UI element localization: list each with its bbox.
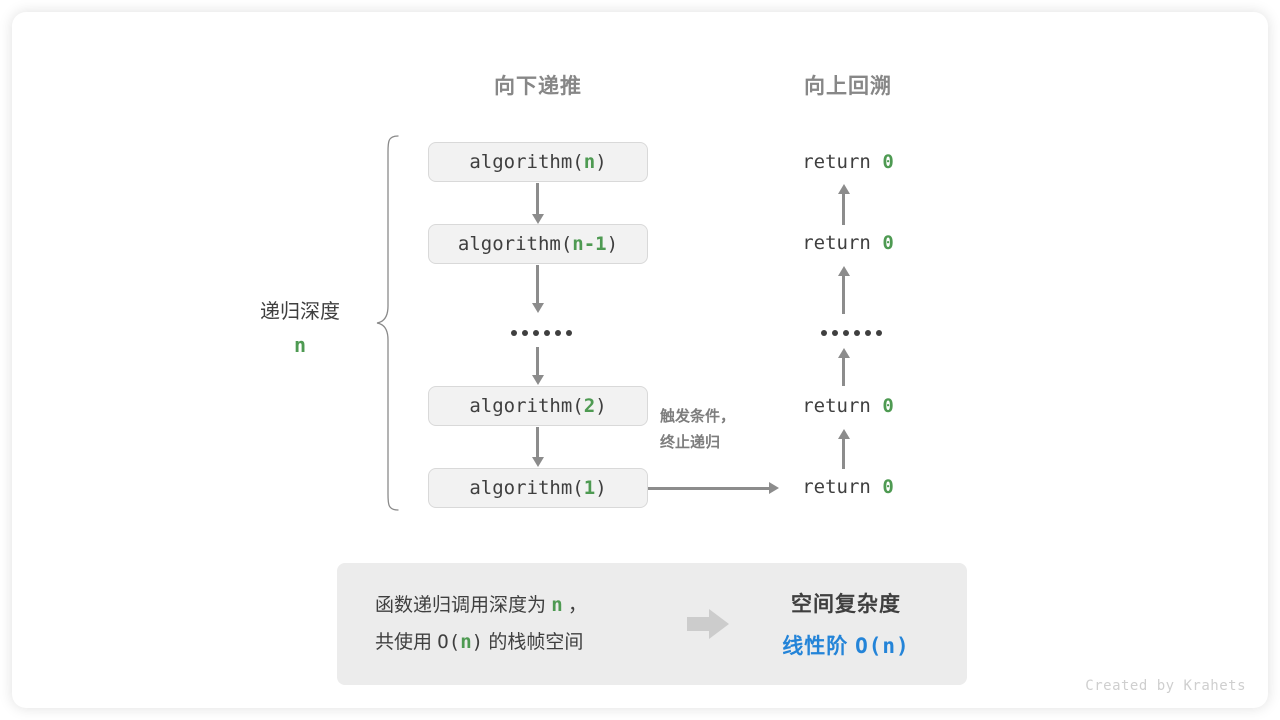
call-box-2-arg: 2 [583,395,596,417]
return-value-1: 0 [882,151,894,173]
recursion-depth-value: n [293,333,307,357]
summary-line2-text: 共使用 [375,632,433,653]
call-box-n-minus-1-prefix: algorithm( [457,233,573,255]
summary-line2-tail: 的栈帧空间 [488,632,584,653]
diagram-card: 向下递推 向上回溯 递归深度 n algorithm(n) algorithm(… [12,12,1268,708]
arrow-up-1 [837,184,850,225]
return-keyword-3: return [802,395,871,417]
recursion-depth-label: 递归深度 [260,301,340,323]
arrow-down-1 [531,183,544,224]
summary-description: 函数递归调用深度为 n ， 共使用 O(n) 的栈帧空间 [337,587,677,661]
summary-line2-n: n [460,631,472,653]
return-statement-2: return 0 [758,232,938,254]
base-case-annotation-line2: 终止递归 [660,434,721,451]
recursion-depth-annotation: 递归深度 n [230,295,370,357]
summary-line1-comma: ， [568,595,588,616]
summary-line1-text: 函数递归调用深度为 [375,595,547,616]
return-statement-4: return 0 [758,476,938,498]
return-keyword-2: return [802,232,871,254]
return-value-2: 0 [882,232,894,254]
call-box-n-arg: n [583,151,596,173]
summary-panel: 函数递归调用深度为 n ， 共使用 O(n) 的栈帧空间 空间复杂度 线性阶 O… [337,563,967,685]
right-arrow-icon [687,609,729,639]
call-box-n-suffix: ) [595,151,607,173]
base-case-annotation-line1: 触发条件， [660,408,736,425]
summary-result-value: O(n) [855,634,910,658]
call-box-n-minus-1[interactable]: algorithm(n-1) [428,224,648,264]
ellipsis-right [821,330,882,336]
return-statement-3: return 0 [758,395,938,417]
summary-line1-n: n [551,594,563,616]
summary-line2-o-close: ) [471,631,484,653]
ellipsis-left [511,330,572,336]
call-box-1-prefix: algorithm( [469,477,584,499]
arrow-base-case-right [648,482,779,494]
return-keyword-1: return [802,151,871,173]
call-box-2-suffix: ) [595,395,607,417]
return-keyword-4: return [802,476,871,498]
call-box-1-arg: 1 [583,477,596,499]
call-box-n-prefix: algorithm( [469,151,584,173]
summary-description-line1: 函数递归调用深度为 n ， [375,587,677,624]
call-box-1[interactable]: algorithm(1) [428,468,648,508]
summary-line2-o-open: O( [437,631,461,653]
summary-description-line2: 共使用 O(n) 的栈帧空间 [375,624,677,661]
call-box-n-minus-1-suffix: ) [606,233,619,255]
column-header-ascent: 向上回溯 [804,75,892,98]
footer-credit: Created by Krahets [1085,678,1246,694]
call-box-1-suffix: ) [595,477,607,499]
summary-title: 空间复杂度 [791,593,901,616]
arrow-down-2 [531,265,544,313]
call-box-n[interactable]: algorithm(n) [428,142,648,182]
summary-result: 线性阶 O(n) [739,630,953,660]
recursion-depth-brace [374,134,400,517]
return-value-4: 0 [882,476,894,498]
call-box-2-prefix: algorithm( [469,395,584,417]
summary-arrow-container [677,609,739,639]
column-header-descent: 向下递推 [494,75,582,98]
return-value-3: 0 [882,395,894,417]
return-statement-1: return 0 [758,151,938,173]
summary-conclusion: 空间复杂度 线性阶 O(n) [739,588,967,660]
arrow-down-3 [531,347,544,385]
call-box-n-minus-1-arg: n-1 [572,233,607,255]
call-box-2[interactable]: algorithm(2) [428,386,648,426]
arrow-up-2 [837,266,850,314]
arrow-up-3 [837,348,850,386]
arrow-up-4 [837,429,850,469]
summary-result-label: 线性阶 [782,635,849,658]
arrow-down-4 [531,427,544,467]
base-case-annotation: 触发条件， 终止递归 [660,404,735,456]
